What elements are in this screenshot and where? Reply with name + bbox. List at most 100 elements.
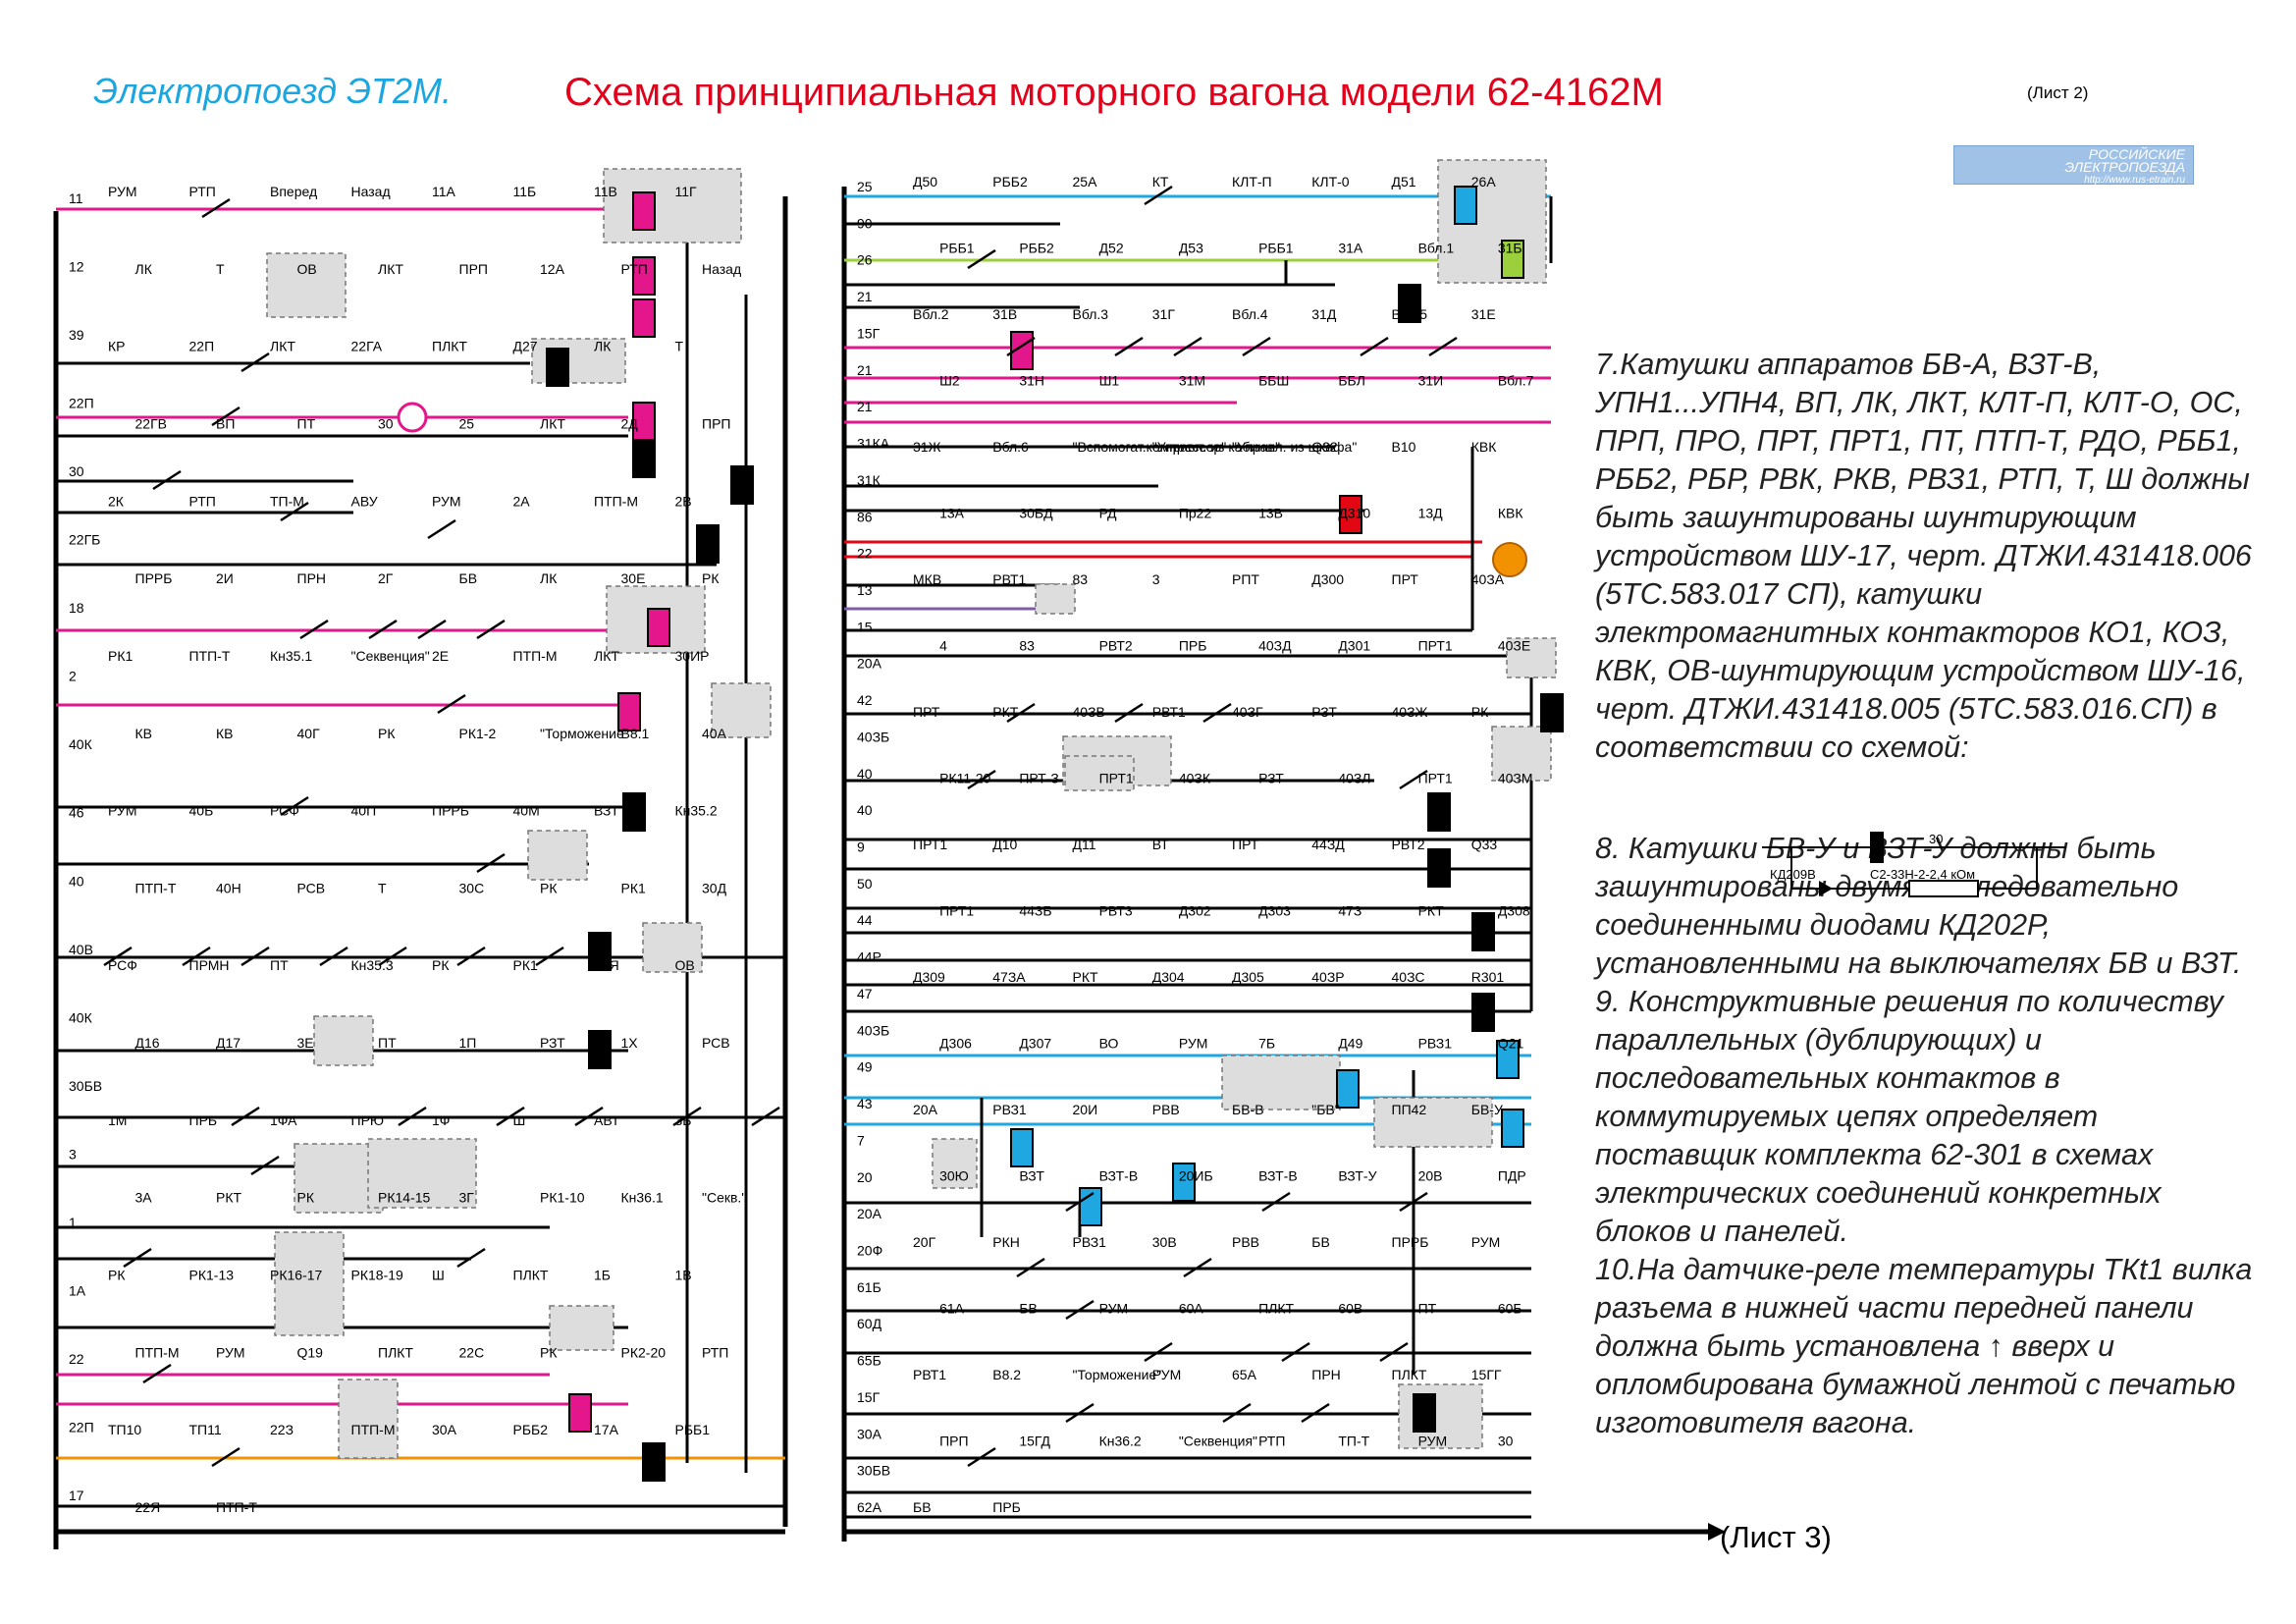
component-label: Вбл.4 — [1232, 306, 1268, 322]
component-label: 3 — [1152, 571, 1160, 587]
component-label: 30 — [1498, 1434, 1514, 1449]
coil — [1471, 912, 1495, 951]
wire-number: 40ЗБ — [857, 1022, 889, 1038]
wire-number: 30 — [69, 463, 84, 479]
component-label: 1Х — [621, 1035, 639, 1051]
wire-number: 47 — [857, 986, 873, 1001]
component-label: Q19 — [297, 1344, 324, 1360]
component-label: БВ — [459, 570, 478, 586]
contact-symbol — [456, 1247, 486, 1269]
component-label: 40ЗА — [1471, 571, 1505, 587]
component-label: ПРП — [939, 1434, 968, 1449]
contact-symbol — [476, 619, 506, 640]
coil — [617, 692, 641, 731]
component-label: Д306 — [939, 1036, 972, 1052]
component-label: ОВ — [675, 957, 695, 973]
component-label: Т — [378, 880, 387, 895]
wire-number: 20Ф — [857, 1242, 882, 1258]
component-label: Д16 — [135, 1035, 160, 1051]
component-label: АВТ — [594, 1112, 620, 1128]
component-label: РК — [378, 726, 396, 741]
sheet-number: (Лист 2) — [2027, 83, 2089, 102]
component-label: Кн35.1 — [270, 648, 312, 664]
component-label: ЛК — [594, 339, 612, 354]
component-label: 15ГД — [1019, 1434, 1050, 1449]
dashed-box — [932, 1138, 978, 1189]
wire-number: 9 — [857, 839, 865, 855]
component-label: РК18-19 — [351, 1268, 404, 1283]
component-label: Д11 — [1073, 837, 1096, 852]
component-label: 31Ж — [913, 439, 941, 455]
wire-number: 20А — [857, 1206, 882, 1221]
component-label: 12А — [540, 261, 565, 277]
logo-line1: РОССИЙСКИЕ — [2088, 146, 2185, 162]
component-label: КР — [108, 339, 126, 354]
component-label: БВ-У — [1471, 1102, 1503, 1117]
component-label: 11Б — [513, 184, 537, 199]
wire-number: 22 — [857, 546, 873, 562]
dashed-box — [1064, 755, 1135, 791]
component-label: 31В — [992, 306, 1017, 322]
component-label: ПРП — [459, 261, 488, 277]
component-label: РК14-15 — [378, 1190, 431, 1206]
contact-symbol — [1006, 336, 1036, 357]
component-label: 22С — [459, 1344, 485, 1360]
component-label: Вбл.3 — [1073, 306, 1109, 322]
component-label: ПРМН — [189, 957, 230, 973]
component-label: ПЛКТ — [1392, 1367, 1427, 1382]
component-label: Q32 — [1311, 439, 1338, 455]
component-label: Вбл.2 — [913, 306, 949, 322]
component-label: ПРН — [1311, 1367, 1341, 1382]
wire-number: 44 — [857, 912, 873, 928]
component-label: В10 — [1392, 439, 1416, 455]
component-label: 40ЗД — [1258, 638, 1292, 654]
component-label: ПЛКТ — [432, 339, 467, 354]
wire-number: 22П — [69, 1419, 94, 1435]
component-label: Д50 — [913, 174, 937, 189]
contact-symbol — [240, 946, 270, 967]
wire-number: 90 — [857, 215, 873, 231]
component-label: 2Г — [378, 570, 394, 586]
wire-number: 50 — [857, 876, 873, 892]
component-label: 65А — [1232, 1367, 1257, 1382]
component-label: 20Г — [913, 1234, 936, 1250]
component-label: 47З — [1338, 903, 1362, 919]
coil — [1398, 284, 1421, 323]
component-label: Вбл.6 — [992, 439, 1029, 455]
component-label: ЛКТ — [540, 415, 565, 431]
shunt-schema: 30 КД209В С2-33Н-2-2,4 кОм — [1762, 832, 2066, 897]
component-label: "Секвенция" — [1179, 1434, 1257, 1449]
component-label: 2К — [108, 493, 125, 509]
wire-number: 7 — [857, 1132, 865, 1148]
contact-symbol — [1379, 1341, 1409, 1363]
component-label: Д304 — [1152, 969, 1185, 985]
component-label: Вперед — [270, 184, 317, 199]
component-label: 25 — [459, 415, 475, 431]
wire-number: 30БВ — [857, 1463, 890, 1479]
contact-symbol — [1281, 1341, 1310, 1363]
component-label: 40М — [513, 803, 540, 819]
component-label: РЗТ — [1311, 704, 1337, 720]
contact-symbol — [1301, 1402, 1330, 1424]
component-label: РК — [702, 570, 720, 586]
component-label: 17А — [594, 1422, 619, 1437]
contact-symbol — [437, 693, 466, 715]
component-label: РББ1 — [675, 1422, 711, 1437]
component-label: ВЗТ-В — [1258, 1168, 1298, 1184]
component-label: 20А — [913, 1102, 938, 1117]
component-label: Ш — [513, 1112, 526, 1128]
component-label: 60В — [1338, 1301, 1362, 1317]
component-label: РВВ — [1152, 1102, 1180, 1117]
component-label: РК1-13 — [189, 1268, 235, 1283]
wire-number: 15 — [857, 619, 873, 634]
component-label: РКН — [992, 1234, 1020, 1250]
component-label: БВ — [913, 1499, 932, 1515]
coil — [1496, 1040, 1520, 1079]
train-title: Электропоезд ЭТ2М. — [93, 71, 452, 111]
component-label: ВЗТ-У — [1338, 1168, 1376, 1184]
contact-symbol — [319, 946, 348, 967]
component-label: ПРТ-З — [1019, 771, 1058, 786]
wire-number: 40К — [69, 736, 93, 752]
next-sheet-label: (Лист 3) — [1720, 1520, 1832, 1554]
component-label: АВУ — [351, 493, 378, 509]
